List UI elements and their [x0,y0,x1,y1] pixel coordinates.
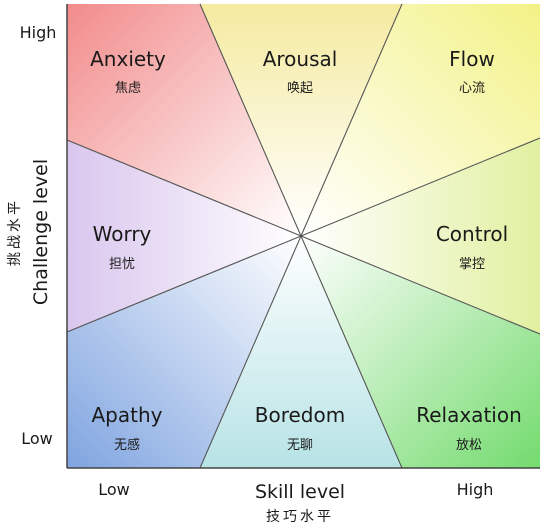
region-label-control: Control [436,222,508,246]
region-label-flow: Flow [449,47,495,71]
region-label-boredom: Boredom [255,403,345,427]
y-axis-high-label: High [20,23,57,42]
x-axis-high-label: High [457,480,494,499]
region-label-zh-boredom: 无聊 [287,438,313,453]
region-label-arousal: Arousal [263,47,338,71]
divider-line [66,137,540,333]
region-label-apathy: Apathy [92,403,163,427]
region-label-worry: Worry [93,222,152,246]
region-label-zh-apathy: 无感 [114,437,140,453]
region-flow [300,4,540,236]
region-label-zh-flow: 心流 [459,81,485,96]
x-axis-low-label: Low [98,480,130,499]
region-label-zh-worry: 担忧 [109,257,135,272]
region-label-zh-relaxation: 放松 [456,438,482,453]
region-relaxation [300,236,540,468]
region-dividers [66,3,540,469]
region-boredom [200,236,402,468]
region-anxiety [67,4,300,236]
y-axis-low-label: Low [21,429,53,448]
region-control [300,138,540,334]
x-axis-title-zh: 技巧水平 [266,509,334,525]
region-apathy [67,236,300,468]
region-label-anxiety: Anxiety [90,47,166,71]
region-label-zh-anxiety: 焦虑 [115,81,141,96]
y-axis-title: Challenge level [30,159,52,305]
x-axis-title: Skill level [255,481,345,503]
region-label-zh-arousal: 唤起 [287,81,313,96]
divider-line [66,139,540,335]
region-label-relaxation: Relaxation [416,403,522,427]
region-arousal [200,4,402,236]
region-label-zh-control: 掌控 [459,257,485,272]
region-worry [67,140,300,332]
y-axis-title-zh: 挑战水平 [7,198,23,266]
